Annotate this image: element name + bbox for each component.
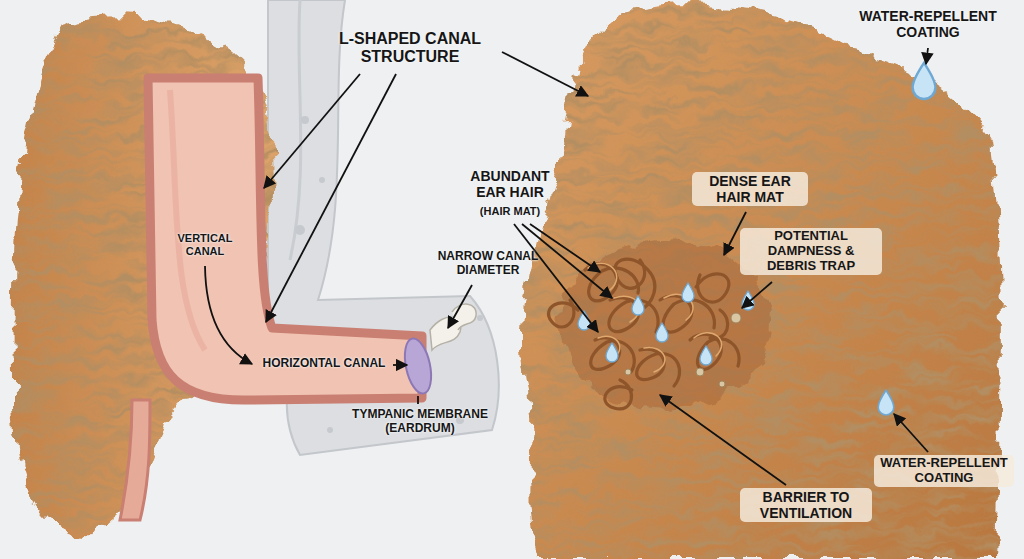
callout-label: ABUNDANT EAR HAIR — [455, 168, 565, 200]
callout-label: DENSE EAR HAIR MAT — [692, 172, 808, 206]
callout-label: L-SHAPED CANAL STRUCTURE — [322, 30, 498, 67]
callout-label: WATER-REPELLENT COATING — [874, 455, 1014, 487]
part-label: HORIZONTAL CANAL — [258, 357, 390, 371]
water-droplets — [578, 63, 935, 415]
hair-mat-curls — [549, 259, 740, 409]
callout-sublabel: (HAIR MAT) — [455, 205, 565, 218]
debris-specks — [625, 313, 741, 387]
ear-canal — [120, 78, 422, 520]
eardrum — [400, 304, 476, 396]
callout-label: TYMPANIC MEMBRANE (EARDRUM) — [345, 408, 495, 436]
callout-label: BARRIER TO VENTILATION — [740, 488, 872, 522]
leader-lines — [205, 48, 928, 485]
callout-label: WATER-REPELLENT COATING — [846, 8, 1010, 40]
part-label: VERTICAL CANAL — [168, 232, 242, 257]
callout-label: NARROW CANAL DIAMETER — [436, 250, 540, 278]
callout-label: POTENTIAL DAMPNESS & DEBRIS TRAP — [740, 228, 882, 275]
